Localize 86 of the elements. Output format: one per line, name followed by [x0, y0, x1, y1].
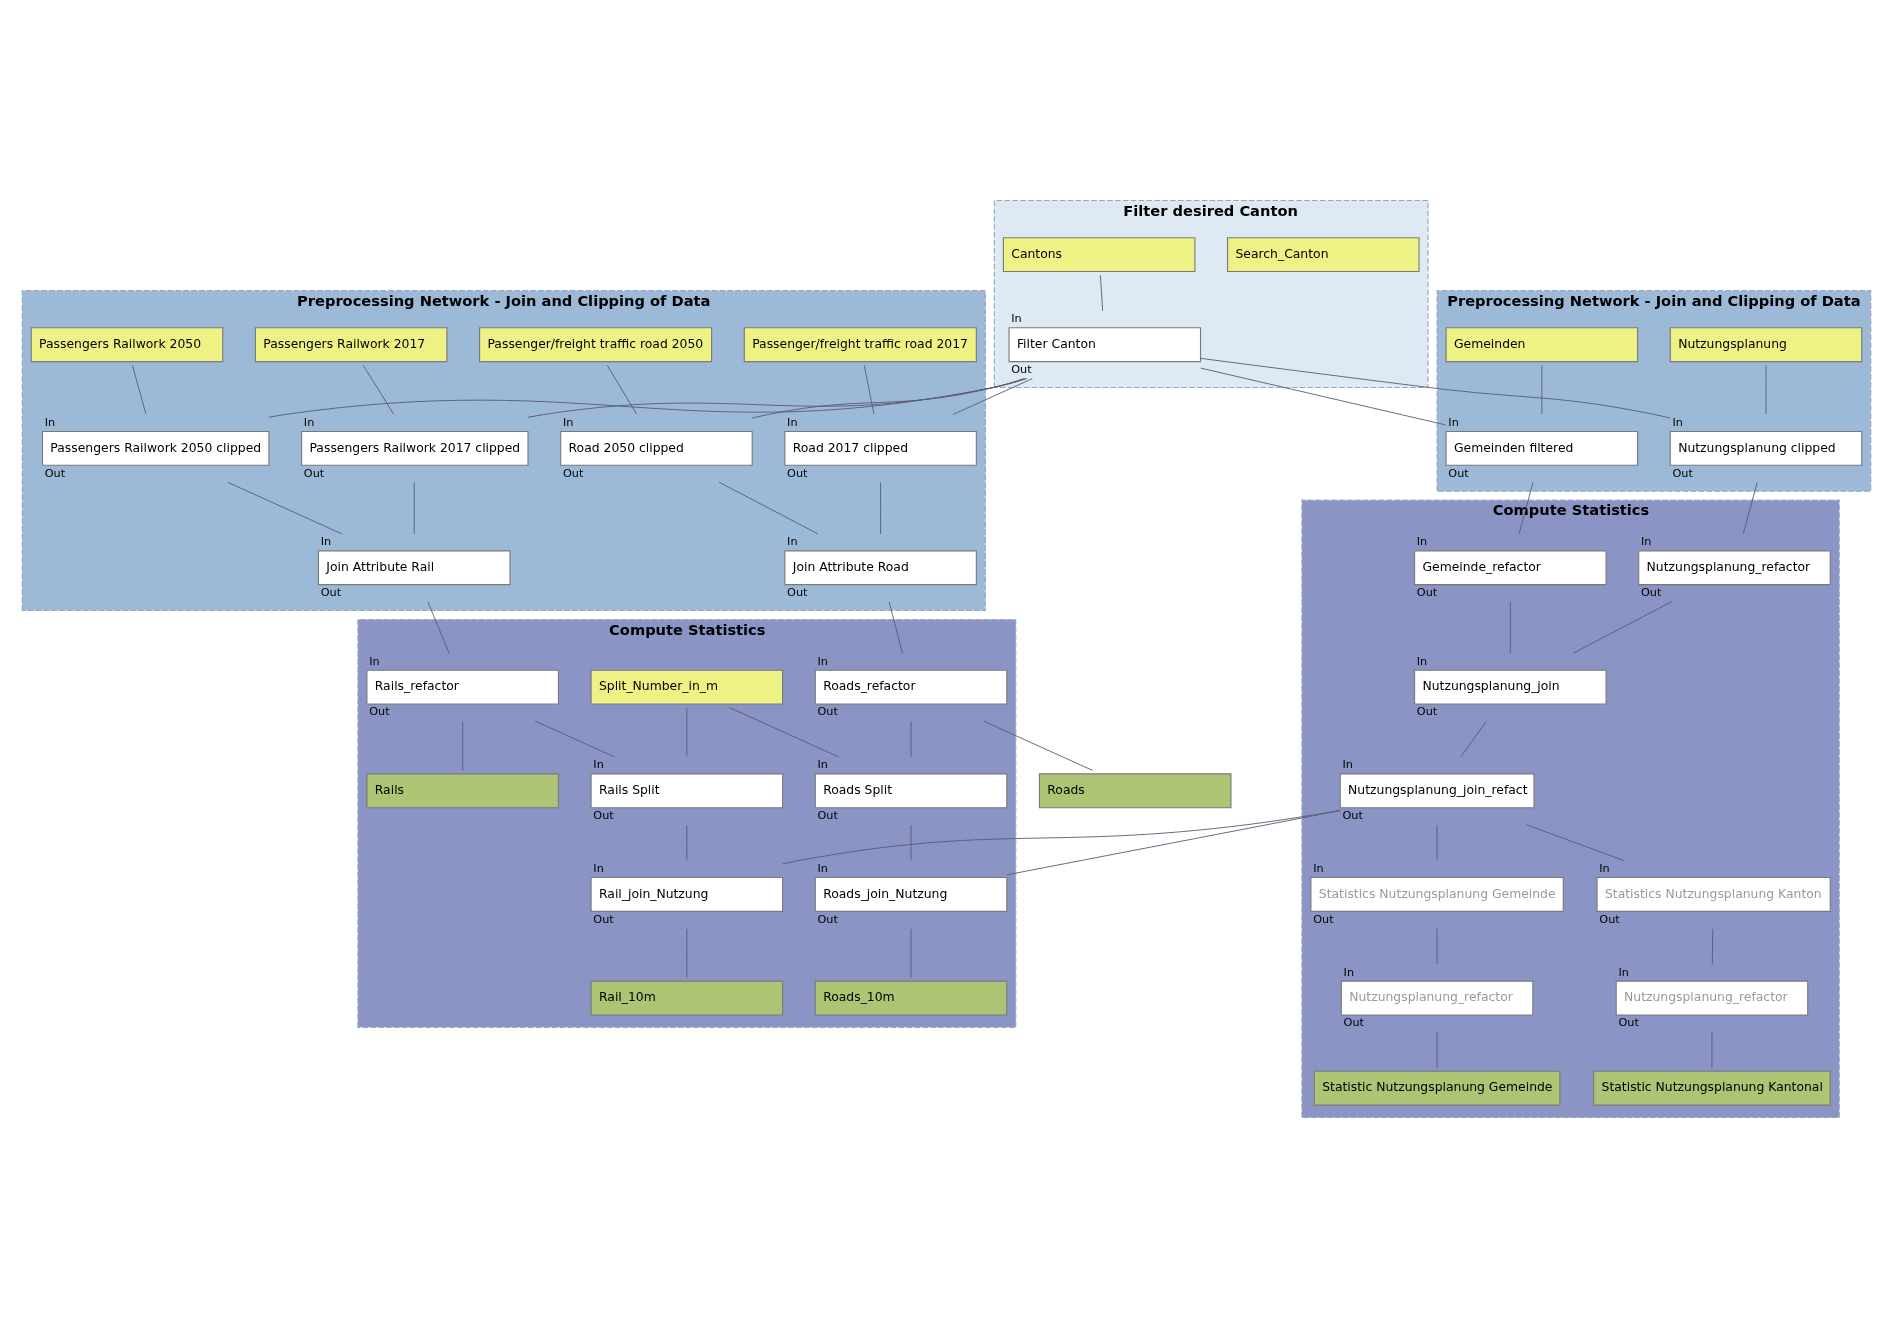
- connector: [863, 364, 875, 415]
- node-label: Out: [1448, 466, 1469, 480]
- node-label: In: [817, 861, 828, 875]
- connector: [1541, 364, 1543, 415]
- connector: [1200, 367, 1447, 425]
- connector: [1460, 720, 1487, 757]
- connector: [983, 720, 1094, 771]
- node-label: In: [562, 415, 574, 429]
- node-label: Out: [593, 912, 614, 926]
- node-label: Out: [1011, 362, 1032, 376]
- node-label: In: [787, 415, 798, 429]
- connector: [268, 377, 1028, 418]
- connector: [888, 600, 903, 654]
- node-label: In: [593, 861, 604, 875]
- connector: [606, 364, 638, 415]
- connector: [1006, 809, 1341, 875]
- node-label: Out: [369, 704, 390, 718]
- node-label: In: [787, 534, 798, 548]
- node-label: In: [1313, 861, 1324, 875]
- node-label: Out: [1416, 704, 1438, 718]
- node-label: Out: [320, 585, 342, 599]
- node-label: In: [817, 654, 828, 668]
- node-label: Out: [1416, 585, 1438, 599]
- connector: [880, 481, 882, 534]
- connector: [1509, 600, 1511, 654]
- node-label: Out: [562, 466, 584, 480]
- node-label: Out: [1343, 1015, 1364, 1029]
- connector: [1518, 481, 1534, 534]
- node-label: In: [1448, 415, 1459, 429]
- connector: [1200, 357, 1671, 418]
- node-label: In: [1343, 965, 1355, 979]
- connector: [686, 927, 688, 978]
- connector: [462, 720, 464, 771]
- node-label: In: [1640, 534, 1652, 548]
- node-label: Out: [593, 808, 614, 822]
- node-label: In: [593, 757, 604, 771]
- node-label: Out: [787, 585, 808, 599]
- connector: [910, 927, 912, 978]
- node-label: Out: [1640, 585, 1662, 599]
- node-label: Out: [817, 704, 838, 718]
- connector: [718, 481, 819, 534]
- node-label: In: [44, 415, 56, 429]
- connector: [413, 481, 415, 534]
- connector: [686, 824, 688, 861]
- connector: [534, 720, 615, 757]
- node-label: Out: [1313, 912, 1334, 926]
- node-label: In: [1618, 965, 1629, 979]
- connector: [1099, 274, 1104, 311]
- node-label: In: [369, 654, 380, 668]
- connector: [952, 377, 1033, 415]
- connector: [1436, 1030, 1438, 1068]
- node-label: In: [320, 534, 332, 548]
- node-label: In: [1342, 757, 1353, 771]
- node-label: In: [1672, 415, 1683, 429]
- node-label: In: [1599, 861, 1610, 875]
- node-label: Out: [303, 466, 325, 480]
- connector: [910, 824, 912, 861]
- node-label: Out: [1618, 1015, 1639, 1029]
- connector: [1742, 481, 1758, 534]
- node-label: In: [1416, 534, 1428, 548]
- connector: [362, 364, 395, 415]
- connector: [527, 377, 1027, 418]
- connector: [131, 364, 147, 415]
- node-label: Out: [1599, 912, 1620, 926]
- node-label: Out: [787, 466, 808, 480]
- node-label: Out: [1342, 808, 1363, 822]
- node-label: Out: [44, 466, 66, 480]
- node-label: In: [1011, 311, 1022, 325]
- connector: [1525, 823, 1625, 861]
- node-label: In: [817, 757, 828, 771]
- connector: [227, 481, 343, 534]
- connector: [1711, 927, 1714, 964]
- connector: [1572, 600, 1673, 654]
- connector: [1711, 1030, 1713, 1068]
- connector: [686, 706, 688, 757]
- connector: [751, 377, 1025, 418]
- node-label: In: [1416, 654, 1428, 668]
- connector: [910, 720, 912, 757]
- node-label: Out: [1672, 466, 1693, 480]
- node-label: Out: [817, 808, 838, 822]
- connector: [1436, 927, 1438, 964]
- connector: [729, 706, 839, 757]
- node-label: Out: [817, 912, 838, 926]
- connector: [1765, 364, 1767, 415]
- connector: [1436, 824, 1438, 861]
- node-label: In: [303, 415, 315, 429]
